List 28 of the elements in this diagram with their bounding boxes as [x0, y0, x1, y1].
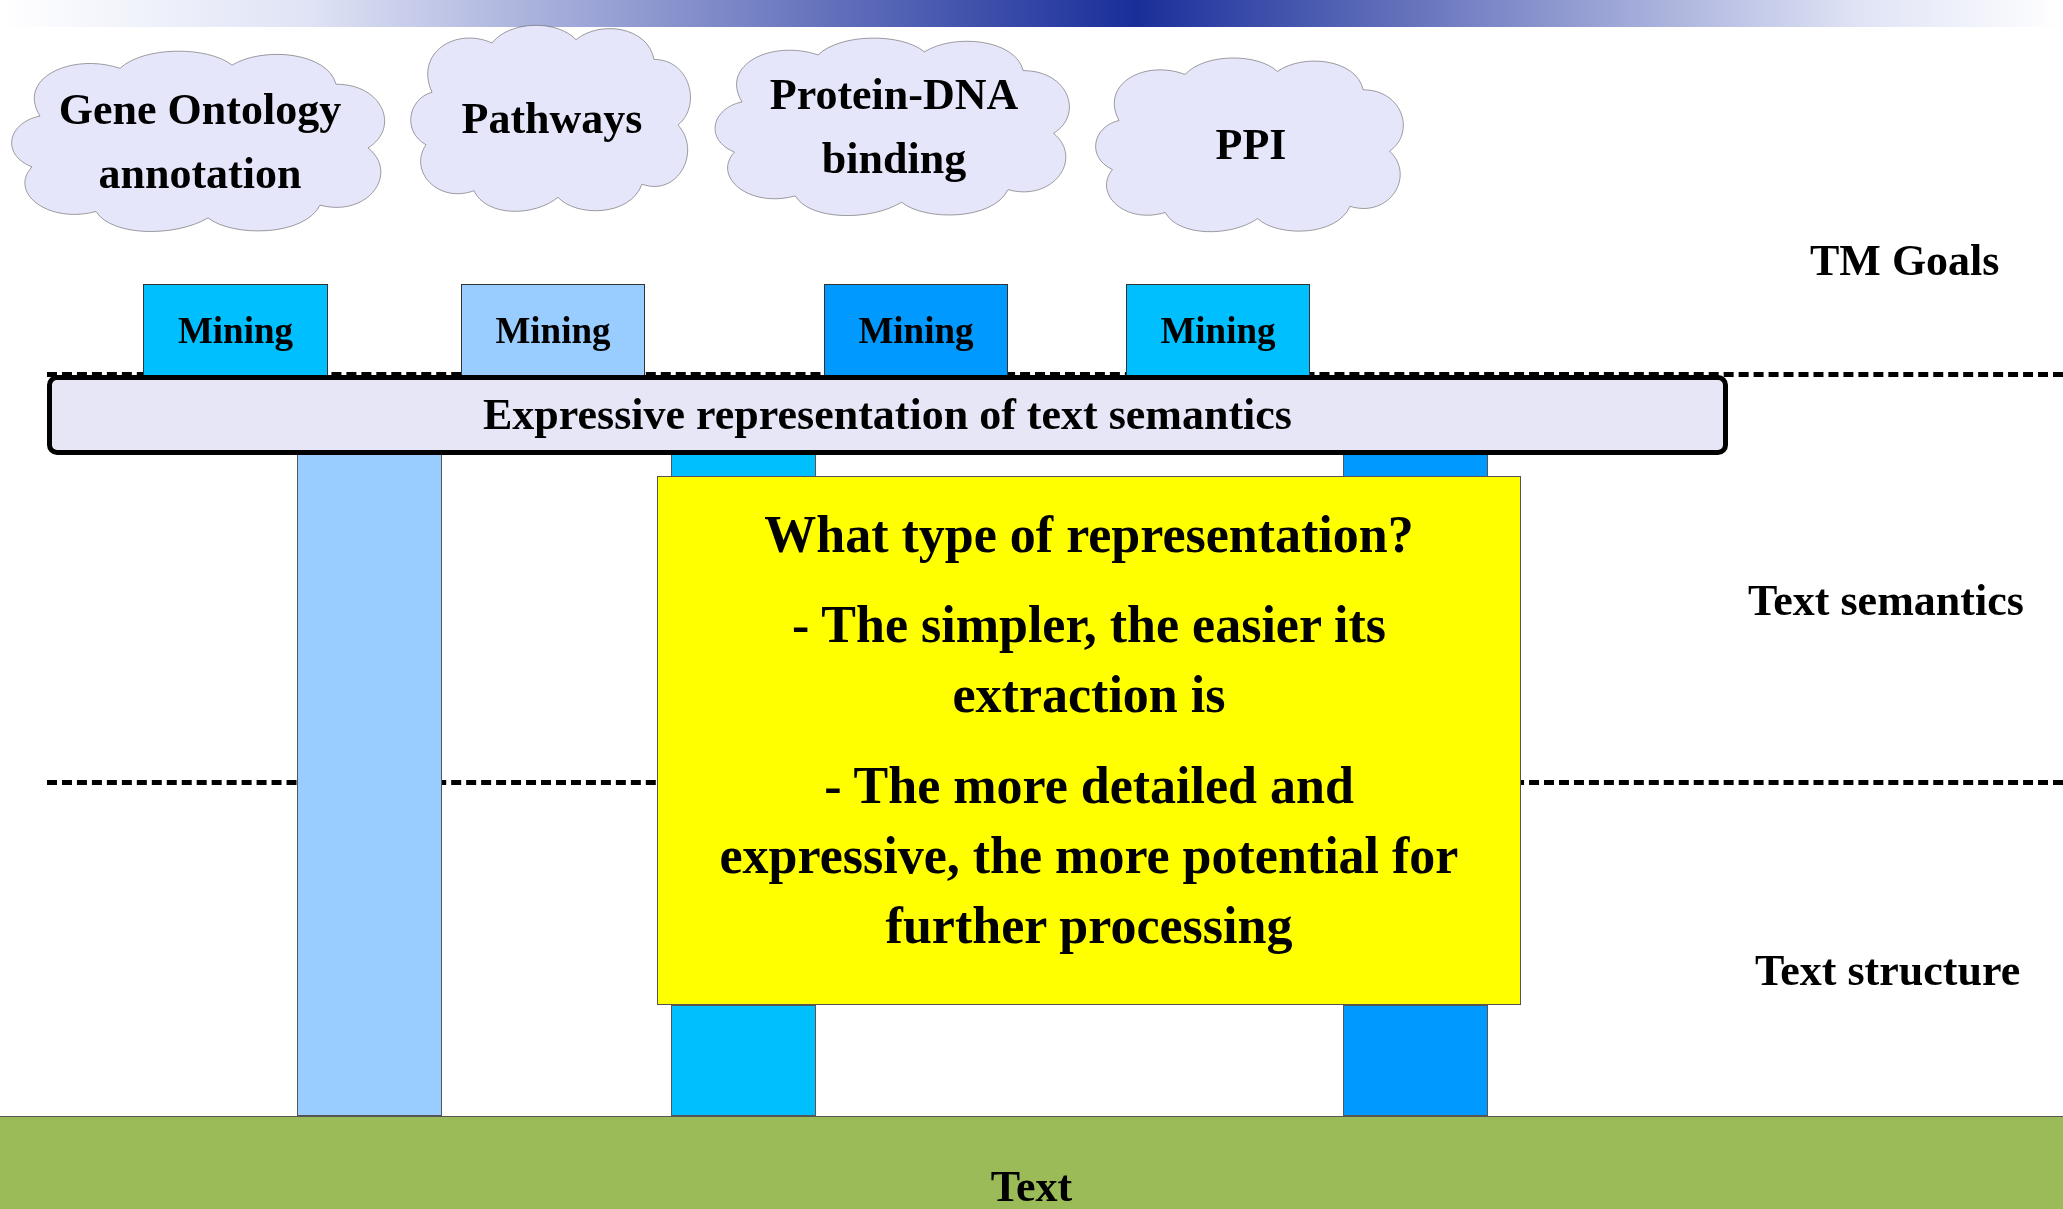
box-label: Mining [495, 309, 611, 354]
pillar-bar [1343, 454, 1488, 476]
cloud-label: Gene Ontology annotation [57, 83, 343, 200]
representation-bar [47, 375, 1728, 455]
note-box [657, 476, 1521, 1005]
layer-label: TM Goals [1810, 235, 2000, 286]
box-label: Mining [858, 309, 974, 354]
note-text: - The simpler, the easier its extraction is [790, 595, 1388, 726]
layer-label: Text semantics [1748, 575, 2024, 626]
mining-box [824, 284, 1008, 378]
mining-box [1126, 284, 1310, 378]
box-label: Mining [177, 309, 294, 354]
pillar-bar [671, 454, 816, 476]
band-label: Text [990, 1161, 1073, 1209]
bar-label: Expressive representation of text semantics [483, 389, 1292, 442]
pillar-bar [1343, 1005, 1488, 1116]
pillar-bar [671, 1005, 816, 1116]
mining-box [143, 284, 328, 378]
layer-label: Text structure [1755, 945, 2021, 996]
cloud-label: Pathways [461, 92, 643, 145]
note-text: What type of representation? [764, 504, 1414, 565]
mining-box [461, 284, 645, 378]
note-text: - The more detailed and expressive, the more potential for further processing [718, 755, 1460, 956]
pillar-bar [297, 454, 442, 1116]
text-base-band [0, 1116, 2063, 1209]
box-label: Mining [1160, 309, 1276, 354]
cloud-label: Protein-DNA binding [768, 69, 1020, 185]
cloud-label: PPI [1215, 119, 1287, 172]
